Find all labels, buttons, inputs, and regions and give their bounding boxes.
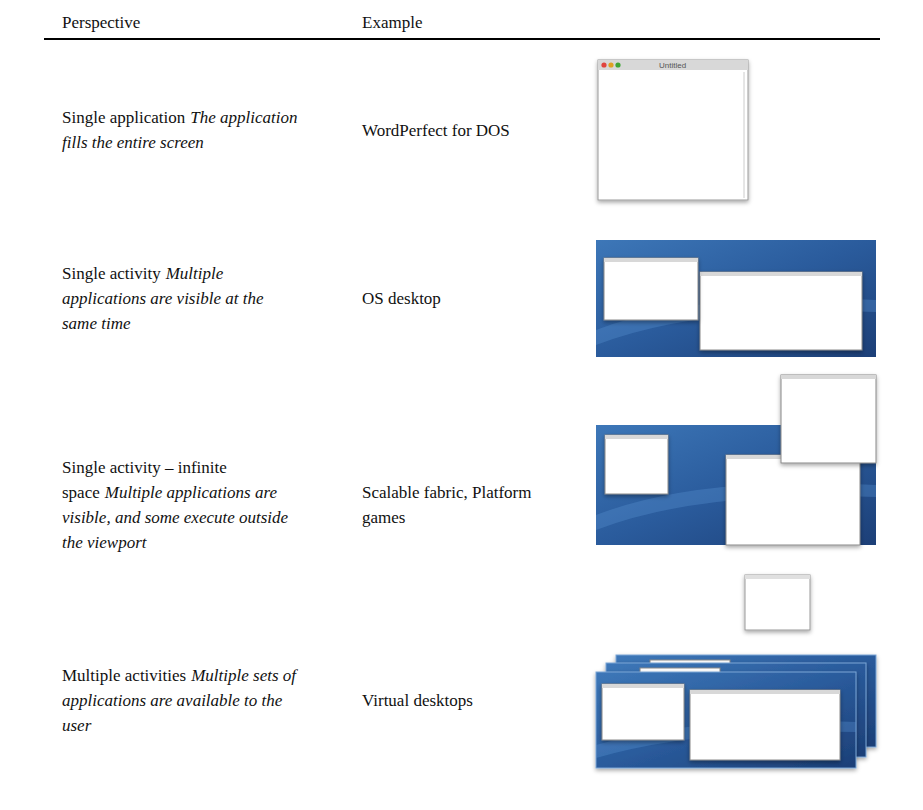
column-header: Perspective <box>62 13 140 32</box>
table-cell: Scalable fabric, Platform games <box>362 480 577 530</box>
table-cell: Multiple activitiesMultiple sets of appl… <box>62 663 302 738</box>
table-cell: OS desktop <box>362 286 577 311</box>
virtual-desktops-thumb <box>596 655 876 768</box>
table-cell: Single activity – infinite spaceMultiple… <box>62 455 302 555</box>
column-header: Example <box>362 13 422 32</box>
table-cell: Single activityMultiple applications are… <box>62 261 302 336</box>
infinite-space-thumb <box>596 375 876 630</box>
desktop-thumb <box>596 240 876 357</box>
window-title: Untitled <box>659 61 686 70</box>
example-text: OS desktop <box>362 289 441 308</box>
table-cell: Single applicationThe application fills … <box>62 105 302 155</box>
perspective-name: Single activity <box>62 264 161 283</box>
example-text: Scalable fabric, Platform games <box>362 483 531 527</box>
table-cell: Virtual desktops <box>362 688 577 713</box>
header-rule <box>44 38 880 40</box>
table-cell: WordPerfect for DOS <box>362 118 577 143</box>
example-text: WordPerfect for DOS <box>362 121 510 140</box>
perspective-name: Single application <box>62 108 185 127</box>
table-cell: Example <box>362 10 582 35</box>
single-window-thumb <box>598 60 748 200</box>
example-text: Virtual desktops <box>362 691 473 710</box>
table-cell: Perspective <box>62 10 302 35</box>
perspective-name: Multiple activities <box>62 666 186 685</box>
